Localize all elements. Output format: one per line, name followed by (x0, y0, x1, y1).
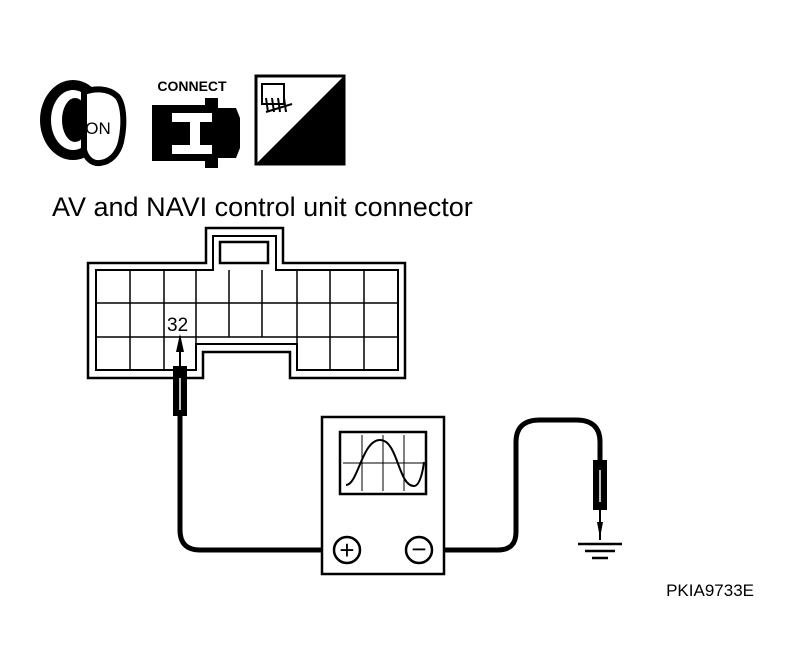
positive-terminal: + (332, 535, 362, 565)
positive-terminal-symbol: + (339, 535, 354, 565)
ignition-on-text: ON (85, 119, 111, 138)
harness-side-text: H.S. (297, 142, 338, 165)
negative-probe (593, 460, 607, 540)
connector-title: AV and NAVI control unit connector (52, 192, 473, 222)
terminal-grid (96, 270, 398, 370)
positive-lead-wire (177, 416, 334, 553)
negative-terminal: − (404, 534, 434, 565)
connector-icon: CONNECT (152, 78, 240, 168)
oscilloscope: + − (320, 415, 446, 576)
negative-terminal-symbol: − (411, 534, 426, 564)
waveform-trace (345, 438, 425, 488)
harness-side-icon: H.S. (254, 74, 346, 166)
connector-housing (86, 226, 407, 380)
connect-label: CONNECT (157, 78, 227, 94)
positive-probe (173, 334, 187, 416)
negative-lead-wire (432, 417, 603, 553)
figure-id: PKIA9733E (666, 581, 754, 600)
ignition-key-icon: ON (40, 80, 127, 167)
ground-symbol (578, 542, 622, 560)
terminal-32-label: 32 (167, 315, 188, 336)
